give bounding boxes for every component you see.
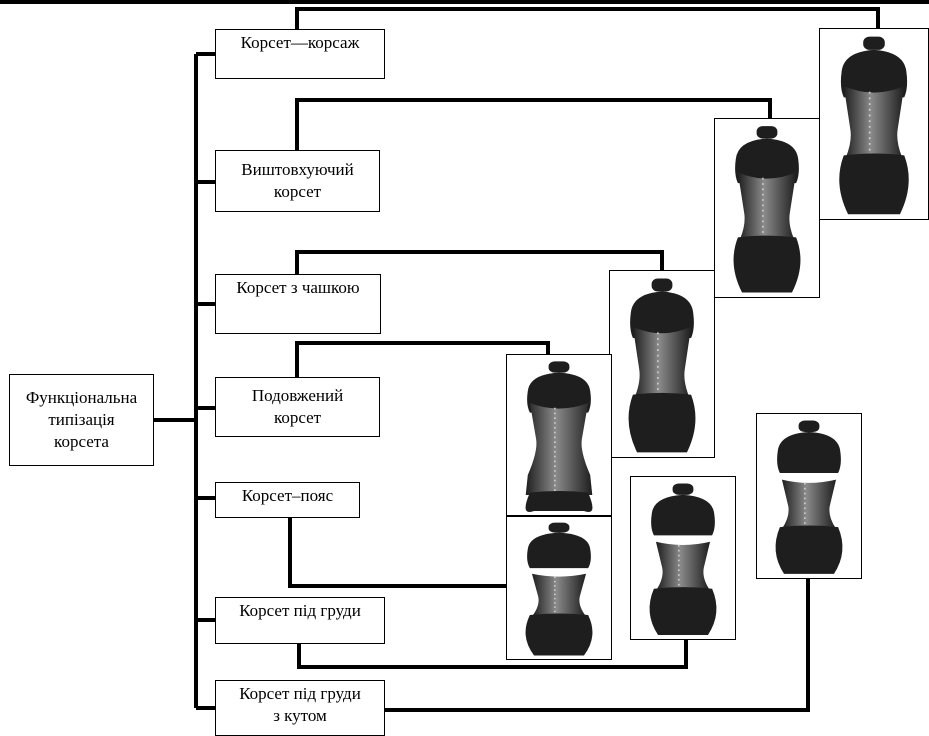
mannequin-bust bbox=[735, 138, 799, 184]
mannequin-image bbox=[525, 522, 593, 656]
mannequin-hips bbox=[525, 613, 593, 656]
mannequin-neck bbox=[863, 36, 885, 50]
photo-push-up-corset bbox=[714, 118, 820, 298]
type-node-push-up-corset: Виштовхуючий корсет bbox=[215, 150, 380, 212]
link-underbust-angle-corset bbox=[385, 577, 810, 712]
mannequin-image bbox=[733, 126, 801, 293]
mannequin-neck bbox=[548, 361, 570, 373]
corset-body bbox=[525, 403, 593, 495]
mannequin-neck bbox=[798, 420, 820, 433]
mannequin-neck bbox=[548, 522, 570, 533]
type-node-underbust-angle-corset: Корсет під груди з кутом bbox=[215, 680, 385, 736]
photo-long-corset bbox=[506, 354, 612, 516]
mannequin-hips bbox=[525, 491, 593, 513]
link-long-corset bbox=[295, 341, 550, 377]
photo-corset-bodice bbox=[819, 28, 929, 220]
mannequin-neck bbox=[756, 126, 778, 139]
type-node-underbust-corset: Корсет під груди bbox=[215, 597, 385, 644]
mannequin-bust bbox=[527, 372, 591, 413]
photo-cup-corset bbox=[609, 270, 715, 458]
corset-body bbox=[531, 573, 587, 617]
mannequin-image bbox=[628, 278, 696, 453]
mannequin-hips bbox=[839, 153, 909, 215]
corset-body bbox=[781, 479, 837, 529]
link-corset-bodice bbox=[295, 7, 880, 30]
mannequin-hips bbox=[775, 525, 843, 574]
mannequin-hips bbox=[649, 587, 717, 635]
mannequin-bust bbox=[527, 532, 591, 569]
link-waist-corset bbox=[288, 518, 510, 588]
corset-body bbox=[843, 86, 905, 158]
mannequin-neck bbox=[672, 483, 694, 495]
mannequin-hips bbox=[733, 235, 801, 293]
corset-body bbox=[655, 541, 711, 591]
link-cup-corset bbox=[295, 250, 664, 274]
mannequin-bust bbox=[651, 494, 715, 536]
mannequin-image bbox=[839, 36, 909, 215]
mannequin-bust bbox=[777, 432, 841, 474]
root-node: Функціональна типізація корсета bbox=[9, 374, 154, 466]
mannequin-bust bbox=[840, 49, 908, 98]
type-node-corset-bodice: Корсет—корсаж bbox=[215, 29, 385, 79]
mannequin-hips bbox=[628, 392, 696, 453]
mannequin-image bbox=[525, 361, 593, 513]
type-node-cup-corset: Корсет з чашкою bbox=[215, 274, 381, 334]
type-node-long-corset: Подовжений корсет bbox=[215, 377, 380, 437]
mannequin-bust bbox=[630, 291, 694, 338]
corset-body bbox=[632, 326, 692, 397]
photo-underbust-corset bbox=[630, 476, 736, 640]
type-node-waist-corset: Корсет–пояс bbox=[215, 482, 360, 518]
corset-body bbox=[737, 172, 797, 240]
mannequin-image bbox=[649, 483, 717, 635]
mannequin-neck bbox=[651, 278, 673, 292]
mannequin-image bbox=[775, 420, 843, 574]
link-push-up-corset bbox=[295, 98, 772, 150]
link-underbust-corset bbox=[297, 638, 688, 669]
photo-underbust-angle-corset bbox=[756, 413, 862, 579]
photo-waist-corset bbox=[506, 516, 612, 660]
